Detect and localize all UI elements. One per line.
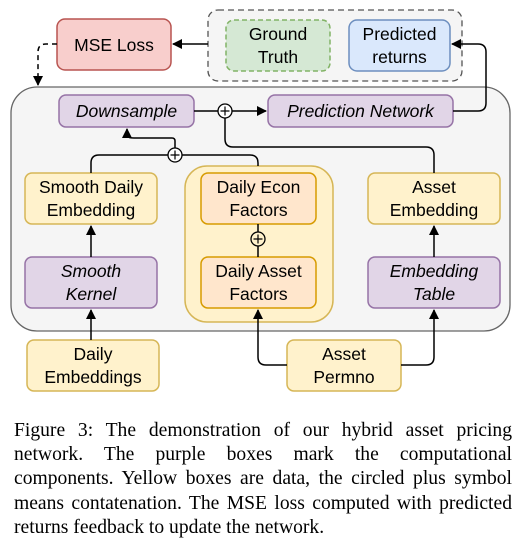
asset-permno-label-2: Permno: [313, 367, 374, 387]
asset-permno-label-1: Asset: [322, 344, 366, 364]
edge-prediction-to-returns: [451, 39, 487, 112]
smooth-kernel-label-2: Kernel: [66, 284, 118, 304]
daily-econ-factors-label-2: Factors: [229, 200, 288, 220]
daily-embeddings-label-2: Embeddings: [44, 367, 142, 387]
daily-asset-factors-label-1: Daily Asset: [215, 261, 302, 281]
smooth-daily-embedding-box: Smooth Daily Embedding: [24, 172, 158, 225]
edge-plus2-to-downsample: [122, 128, 176, 148]
daily-embeddings-label-1: Daily: [74, 344, 113, 364]
edge-permno-to-asset-factors: [253, 309, 287, 366]
downsample-box: Downsample: [58, 94, 195, 128]
downsample-label: Downsample: [76, 101, 177, 121]
edge-asset-embedding-to-plus: [224, 118, 435, 173]
architecture-diagram: MSE Loss Ground Truth Predicted returns …: [10, 9, 511, 392]
smooth-daily-embedding-label-1: Smooth Daily: [39, 177, 143, 197]
edge-mse-feedback: [33, 43, 57, 86]
embedding-table-label-1: Embedding: [390, 261, 479, 281]
edge-smooth-embedding-to-plus2: [90, 154, 168, 173]
ground-truth-label-1: Ground: [249, 24, 307, 44]
daily-asset-factors-box: Daily Asset Factors: [200, 256, 317, 309]
asset-embedding-label-1: Asset: [412, 177, 456, 197]
concat-plus-icon-main: [217, 103, 233, 119]
prediction-network-box: Prediction Network: [267, 94, 454, 128]
embedding-table-label-2: Table: [413, 284, 455, 304]
daily-econ-factors-label-1: Daily Econ: [217, 177, 301, 197]
daily-econ-factors-box: Daily Econ Factors: [200, 172, 317, 225]
daily-asset-factors-label-2: Factors: [229, 284, 288, 304]
smooth-kernel-label-1: Smooth: [61, 261, 121, 281]
asset-embedding-box: Asset Embedding: [367, 172, 501, 225]
ground-truth-box: Ground Truth: [225, 19, 331, 72]
edge-factors-to-plus2: [182, 154, 259, 166]
mse-loss-label: MSE Loss: [74, 35, 154, 55]
edge-permno-to-table: [401, 309, 439, 366]
embedding-table-box: Embedding Table: [367, 256, 501, 309]
predicted-returns-label-1: Predicted: [363, 24, 437, 44]
prediction-network-label: Prediction Network: [287, 101, 435, 121]
daily-embeddings-box: Daily Embeddings: [26, 339, 160, 392]
concat-plus-icon-factors: [250, 231, 266, 247]
mse-loss-box: MSE Loss: [56, 18, 172, 71]
figure-caption: Figure 3: The demonstration of our hybri…: [14, 420, 512, 538]
smooth-kernel-box: Smooth Kernel: [24, 256, 158, 309]
concat-plus-icon-downsample: [167, 147, 183, 163]
asset-embedding-label-2: Embedding: [390, 200, 479, 220]
predicted-returns-label-2: returns: [372, 47, 427, 67]
asset-permno-box: Asset Permno: [286, 339, 402, 392]
smooth-daily-embedding-label-2: Embedding: [47, 200, 136, 220]
ground-truth-label-2: Truth: [258, 47, 298, 67]
predicted-returns-box: Predicted returns: [348, 19, 451, 72]
